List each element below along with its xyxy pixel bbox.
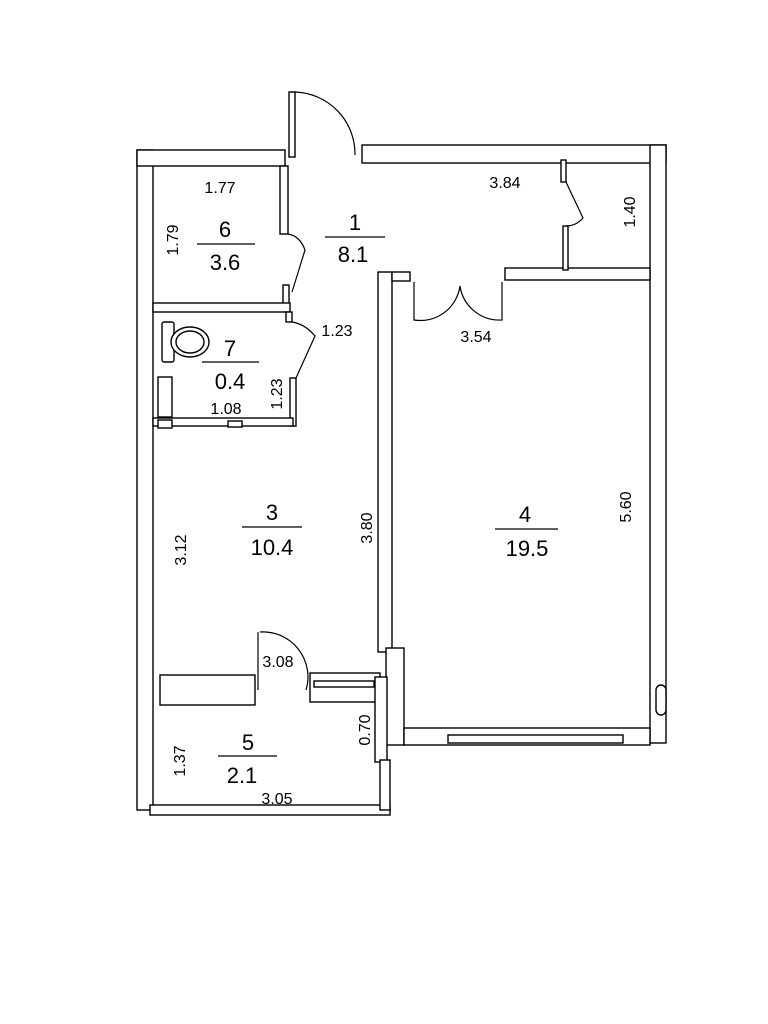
pillar xyxy=(385,647,405,746)
dim-label: 1.37 xyxy=(172,745,189,776)
wall-7-3 xyxy=(152,417,294,427)
window-handle xyxy=(655,684,667,716)
wall-6-7 xyxy=(152,302,291,313)
closet-door-icon xyxy=(565,181,584,227)
sink xyxy=(157,376,173,418)
room-area: 0.4 xyxy=(215,369,246,394)
room4-left-wall xyxy=(377,271,393,653)
toilet-icon xyxy=(161,321,210,363)
room-number: 6 xyxy=(219,217,231,242)
dim-label: 1.77 xyxy=(204,180,235,197)
double-door-icon xyxy=(413,282,503,322)
dim-label: 1.23 xyxy=(321,323,352,340)
door-7-icon xyxy=(291,321,316,379)
room-area: 2.1 xyxy=(227,763,258,788)
walls xyxy=(136,91,667,816)
vent xyxy=(157,419,173,429)
entrance-jamb xyxy=(288,91,296,158)
entrance-door-icon xyxy=(294,91,356,156)
room-area: 10.4 xyxy=(251,535,294,560)
doors xyxy=(257,91,584,691)
room-number: 4 xyxy=(519,502,531,527)
room-area: 8.1 xyxy=(338,242,369,267)
door-6-icon xyxy=(287,233,306,293)
dim-label: 1.23 xyxy=(269,378,286,409)
dim-label: 3.05 xyxy=(261,791,292,808)
closet-jamb xyxy=(560,159,567,183)
room-number: 7 xyxy=(224,336,236,361)
dim-label: 3.80 xyxy=(359,512,376,543)
dim-label: 1.79 xyxy=(165,224,182,255)
right-outer-wall xyxy=(649,144,667,744)
room-number: 5 xyxy=(242,730,254,755)
closet-wall xyxy=(562,225,569,271)
dim-label: 3.54 xyxy=(460,329,491,346)
room5-right-lower xyxy=(379,759,391,811)
top-right-wall xyxy=(361,144,667,164)
room-labels: 6 3.6 1 8.1 7 0.4 3 10.4 4 19.5 5 2.1 xyxy=(197,210,558,788)
top-left-wall xyxy=(136,149,286,167)
dim-label: 3.84 xyxy=(489,175,520,192)
room-area: 3.6 xyxy=(210,250,241,275)
room-area: 19.5 xyxy=(506,536,549,561)
room4-top-wall xyxy=(504,267,651,281)
dim-label: 1.40 xyxy=(622,196,639,227)
dim-label: 5.60 xyxy=(618,491,635,522)
room-number: 3 xyxy=(266,500,278,525)
door-5-icon xyxy=(257,631,309,691)
dim-label: 3.08 xyxy=(262,654,293,671)
room4-top-jamb xyxy=(391,271,411,282)
wall-6-1-upper xyxy=(279,165,289,235)
window xyxy=(313,680,375,688)
dimension-labels: 1.77 1.79 3.84 1.40 1.23 1.23 1.08 3.54 … xyxy=(165,175,639,808)
dim-label: 0.70 xyxy=(357,714,374,745)
wall-3-5-left xyxy=(159,674,256,706)
window xyxy=(447,734,624,744)
left-outer-wall xyxy=(136,149,154,811)
wall-7-jamb xyxy=(285,311,293,323)
dim-label: 3.12 xyxy=(173,534,190,565)
dim-label: 1.08 xyxy=(210,401,241,418)
room5-right-wall xyxy=(374,676,388,763)
room-number: 1 xyxy=(349,210,361,235)
vent xyxy=(227,420,243,428)
